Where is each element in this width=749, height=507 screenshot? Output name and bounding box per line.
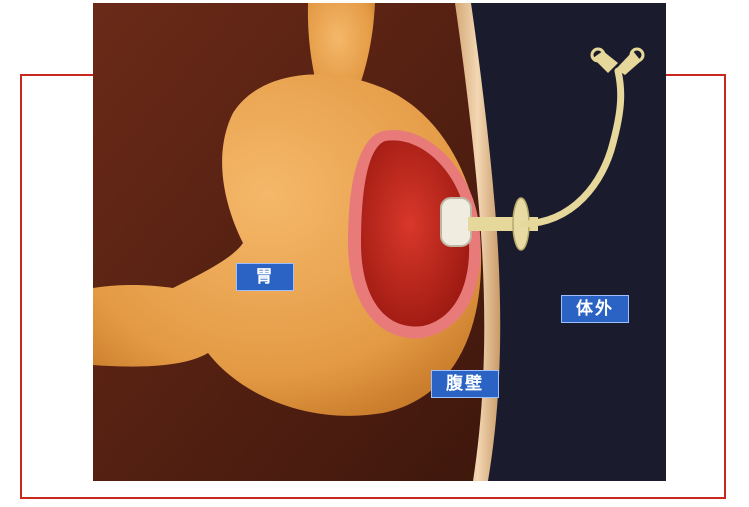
label-stomach: 胃 (236, 263, 294, 291)
label-outside-body: 体外 (561, 295, 629, 323)
internal-bumper-icon (441, 198, 471, 246)
label-abdominal-wall: 腹壁 (431, 370, 499, 398)
gastrostomy-illustration (93, 3, 666, 481)
